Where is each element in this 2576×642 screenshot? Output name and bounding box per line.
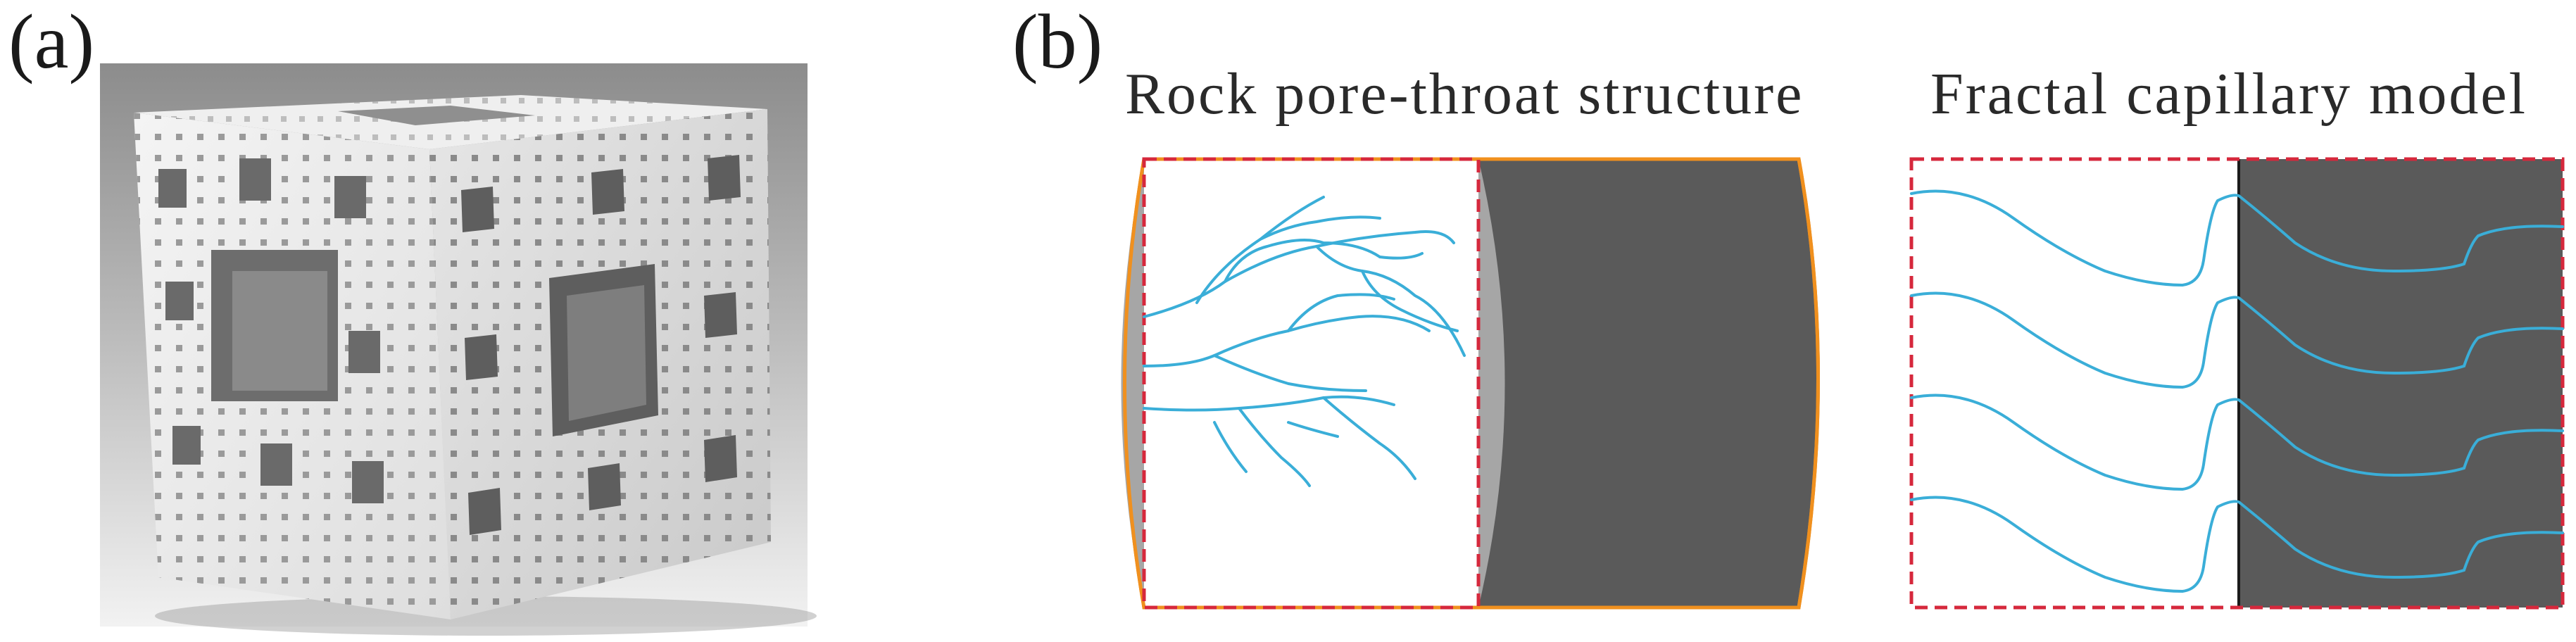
capillary-tube: [1910, 189, 2564, 287]
panel-b-label: (b): [1012, 0, 1103, 84]
dashed-section-box: [1142, 157, 1481, 610]
capillary-tube: [1910, 394, 2564, 491]
pore-throat-network: [1143, 196, 1466, 487]
rock-pore-throat-title: Rock pore-throat structure: [1125, 61, 1804, 127]
pore-throat-cross-section: [1144, 159, 1478, 608]
capillary-tube: [1910, 291, 2564, 389]
cube-shadow: [155, 596, 817, 636]
capillary-dark-region: [2239, 159, 2563, 608]
capillary-tube: [1910, 496, 2564, 593]
cube-left-face: [134, 113, 451, 619]
cylinder-outline: [1123, 157, 1820, 610]
cut-face-right-cap: [1478, 159, 1505, 608]
menger-sponge-image: [100, 63, 817, 636]
panel-a-label: (a): [8, 0, 95, 84]
tortuous-capillaries: [1910, 189, 2564, 593]
fractal-capillary-title: Fractal capillary model: [1930, 61, 2528, 127]
capillary-dashed-box: [1909, 157, 2565, 610]
left-end-cap: [1121, 159, 1144, 608]
capillary-model: [1909, 157, 2565, 610]
cube-right-face: [429, 109, 771, 619]
cube-top-face: [134, 95, 767, 149]
rock-cylinder: [1121, 157, 1820, 610]
